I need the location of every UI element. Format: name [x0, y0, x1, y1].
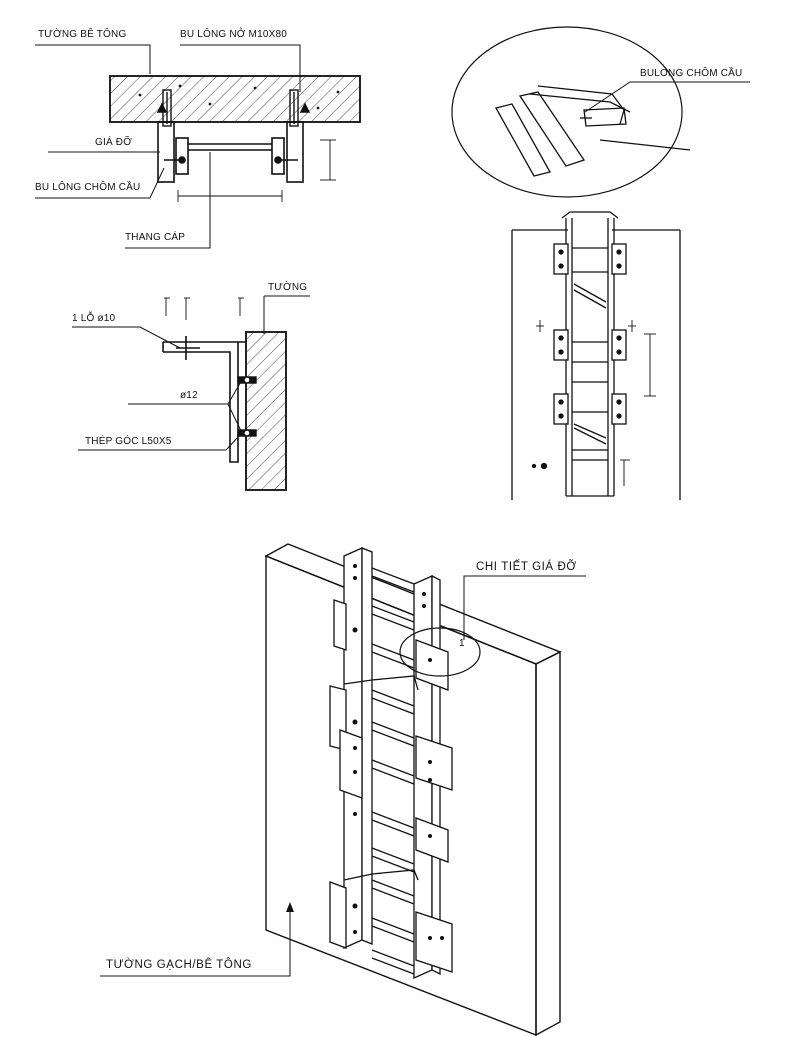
wall-label: TƯỜNG	[268, 282, 308, 293]
leader-lines-mid-left	[72, 295, 310, 451]
elevation-wall-outline	[511, 229, 681, 500]
wall-bolts-o12	[237, 376, 257, 437]
detail-1-callout-circle	[399, 627, 481, 677]
concrete-wall-section	[109, 75, 361, 123]
isometric-bolts	[352, 564, 444, 940]
hole-o10-label: 1 LỖ ø10	[72, 313, 116, 324]
anchor-bolt-label: BU LÔNG NỞ M10X80	[180, 29, 288, 40]
detail-circle	[451, 26, 683, 198]
detail-1-leader	[463, 575, 586, 640]
elevation-dimensions	[536, 320, 656, 486]
hook-bolt-label: BU LÔNG CHÔM CẦU	[35, 182, 141, 193]
brick-wall-leader	[100, 904, 291, 977]
detail-hook-bolt-label: BULONG CHÔM CẦU	[640, 68, 743, 79]
bracket-detail-label: CHI TIẾT GIÁ ĐỠ	[476, 561, 577, 573]
brick-wall-section	[245, 331, 287, 491]
isometric-ladder-right-rail	[413, 574, 453, 980]
dimension-ticks-mid-left	[164, 297, 244, 320]
isometric-ladder-rungs	[343, 567, 419, 975]
anchor-bolts	[156, 89, 311, 127]
concrete-wall-label: TƯỜNG BÊ TÔNG	[38, 29, 127, 40]
detail-bracket-geometry	[495, 85, 691, 177]
brick-concrete-wall-label: TƯỜNG GẠCH/BÊ TÔNG	[106, 959, 252, 971]
cable-ladder-label: THANG CÁP	[125, 232, 186, 243]
detail-number: 1	[459, 638, 465, 649]
angle-steel-label: THÉP GÓC L50X5	[85, 436, 172, 447]
bracket-label: GIÁ ĐỠ	[95, 137, 133, 148]
isometric-ladder-left-rail	[329, 546, 373, 950]
elevation-brackets	[531, 243, 627, 470]
bolt-diameter-label: ø12	[180, 390, 198, 401]
detail-leader	[584, 81, 750, 113]
brick-wall-leader-arrow	[286, 902, 294, 912]
leader-lines-top-left	[35, 44, 301, 249]
isometric-wall	[264, 543, 562, 1037]
dimension-lines-top-left	[177, 139, 336, 202]
